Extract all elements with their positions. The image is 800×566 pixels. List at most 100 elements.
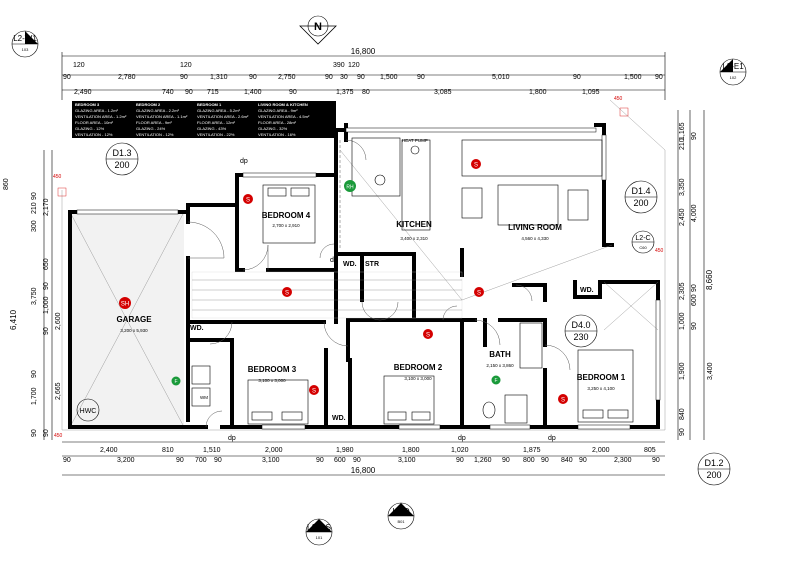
- tag-d12-top: D1.2: [704, 458, 723, 468]
- hot-water-cylinder-icon: HWC: [76, 398, 100, 422]
- room-kitchen-name: KITCHEN: [396, 220, 432, 229]
- dim-top2-4: 90: [249, 74, 257, 81]
- washing-machine-label: WM: [200, 395, 208, 400]
- dim-right-5: 2,450: [679, 208, 686, 226]
- legend-col-1: BEDROOM 2 GLAZING AREA - 2.2m² VENTILATI…: [136, 102, 188, 137]
- dim-bot1-6: 1,020: [451, 447, 469, 454]
- legend-line: GLAZING - 24%: [136, 126, 166, 131]
- room-bedroom2-size: 3,100 x 3,000: [404, 376, 432, 381]
- smoke-alarm-icon: S: [471, 159, 481, 169]
- dim-left-14: 2,665: [55, 382, 62, 400]
- dim-left-5: 3,750: [31, 287, 38, 305]
- tag-d13-top: D1.3: [112, 148, 131, 158]
- toilet-icon: [482, 401, 496, 419]
- north-arrow: N: [299, 15, 337, 45]
- downpipe-label: dp: [330, 257, 338, 264]
- tag-d14: D1.4 200: [624, 180, 658, 214]
- dim-right-3: 3,350: [679, 178, 686, 196]
- cooktop-icon: [374, 174, 386, 186]
- dim-bot1-1: 810: [162, 447, 174, 454]
- dim-left-0: 860: [3, 178, 10, 190]
- windows: [76, 127, 661, 430]
- dim-left-3: 90: [31, 192, 38, 200]
- svg-text:S: S: [246, 198, 250, 204]
- room-labels: BEDROOM 4 2,700 x 2,910 KITCHEN 3,400 x …: [116, 138, 625, 442]
- wd-label: WD.: [580, 287, 594, 294]
- eave-markers: 450 450 450 450: [53, 96, 664, 439]
- legend-col-2: BEDROOM 1 GLAZING AREA - 5.2m² VENTILATI…: [197, 102, 249, 137]
- legend-line: GLAZING - 43%: [197, 126, 227, 131]
- svg-text:HWC: HWC: [80, 408, 97, 415]
- dim-top1-0: 120: [73, 62, 85, 69]
- smoke-alarm-icon: S: [423, 329, 433, 339]
- legend-line: VENTILATION AREA - 1.2m²: [75, 114, 127, 119]
- dim-top3-5: 90: [289, 89, 297, 96]
- dim-top2-0: 90: [63, 74, 71, 81]
- dim-right-6: 8,660: [705, 269, 714, 290]
- dim-top2-7: 30: [340, 74, 348, 81]
- dim-bot2-15: 840: [561, 457, 573, 464]
- tag-d13: D1.3 200: [105, 142, 139, 176]
- symbols: S S S S S S S SH RH F F HWC: [76, 159, 568, 422]
- room-living-name: LIVING ROOM: [508, 223, 562, 232]
- legend-col-3: LIVING ROOM & KITCHEN GLAZING AREA - 9m²…: [258, 102, 310, 137]
- dim-top2-14: 90: [655, 74, 663, 81]
- room-bedroom1-size: 3,250 x 4,100: [587, 386, 615, 391]
- tag-d14-top: D1.4: [631, 186, 650, 196]
- switchboard-icon: SH: [119, 297, 131, 309]
- dim-top3-6: 1,375: [336, 89, 354, 96]
- dim-bot2-2: 90: [176, 457, 184, 464]
- dim-left-4: 2,170: [43, 198, 50, 216]
- tag-d13-sub: 200: [114, 160, 129, 170]
- dim-left-16: 90: [43, 429, 50, 437]
- dim-bot2-10: 90: [456, 457, 464, 464]
- legend-line: GLAZING AREA - 9m²: [258, 108, 298, 113]
- room-garage-size: 3,200 x 5,930: [120, 328, 148, 333]
- dim-top2-2: 90: [180, 74, 188, 81]
- bed-icon: [577, 349, 634, 423]
- dim-left-6: 650: [43, 258, 50, 270]
- legend-line: GLAZING AREA - 1.2m²: [75, 108, 119, 113]
- dim-left-11: 2,600: [55, 312, 62, 330]
- smoke-alarm-icon: S: [474, 287, 484, 297]
- room-bath-size: 2,150 x 3,860: [486, 363, 514, 368]
- dim-top3-7: 80: [362, 89, 370, 96]
- overall-width-top: 16,800: [351, 47, 376, 56]
- tag-d12-sub: 200: [706, 470, 721, 480]
- wd-label: WD.: [332, 415, 346, 422]
- legend-line: FLOOR AREA - 28m²: [258, 120, 297, 125]
- dim-bot2-13: 800: [523, 457, 535, 464]
- dim-bot2-3: 700: [195, 457, 207, 464]
- tag-l2d-top: L2-D: [392, 507, 410, 516]
- dim-top3-3: 715: [207, 89, 219, 96]
- room-bedroom3-name: BEDROOM 3: [248, 365, 297, 374]
- svg-text:S: S: [426, 333, 430, 339]
- dim-top3-1: 740: [162, 89, 174, 96]
- wd-label: WD.: [190, 325, 204, 332]
- dim-left-1: 300: [31, 220, 38, 232]
- dim-bot1-7: 1,875: [523, 447, 541, 454]
- site-outline: [61, 99, 666, 431]
- right-dimensions: 1,165 210 90 3,350 4,000 2,450 8,660 2,3…: [677, 110, 714, 440]
- dim-bot1-0: 2,400: [100, 447, 118, 454]
- downpipe-label: dp: [240, 158, 248, 165]
- svg-text:S: S: [474, 163, 478, 169]
- dim-top3-0: 2,490: [74, 89, 92, 96]
- tag-l2d-sub: B01: [397, 519, 405, 524]
- left-dimensions: 860 300 210 90 2,170 3,750 650 90 6,410 …: [3, 150, 62, 440]
- shower-icon: [504, 394, 528, 424]
- legend-line: VENTILATION - 22%: [197, 132, 235, 137]
- dim-right-0: 1,165: [679, 122, 686, 140]
- downpipe-label: dp: [458, 435, 466, 442]
- dim-bot2-9: 3,100: [398, 457, 416, 464]
- tag-l13s-sub: 101: [316, 535, 323, 540]
- hallway-floor: [191, 140, 659, 331]
- dim-left-10: 90: [43, 327, 50, 335]
- fan-icon: F: [171, 376, 181, 386]
- dim-top2-8: 90: [357, 74, 365, 81]
- armchair-icon: [461, 187, 483, 219]
- furniture: [191, 137, 634, 425]
- eave-450-d: 450: [54, 433, 63, 439]
- room-garage-name: GARAGE: [116, 315, 152, 324]
- bed-icon: [383, 375, 435, 425]
